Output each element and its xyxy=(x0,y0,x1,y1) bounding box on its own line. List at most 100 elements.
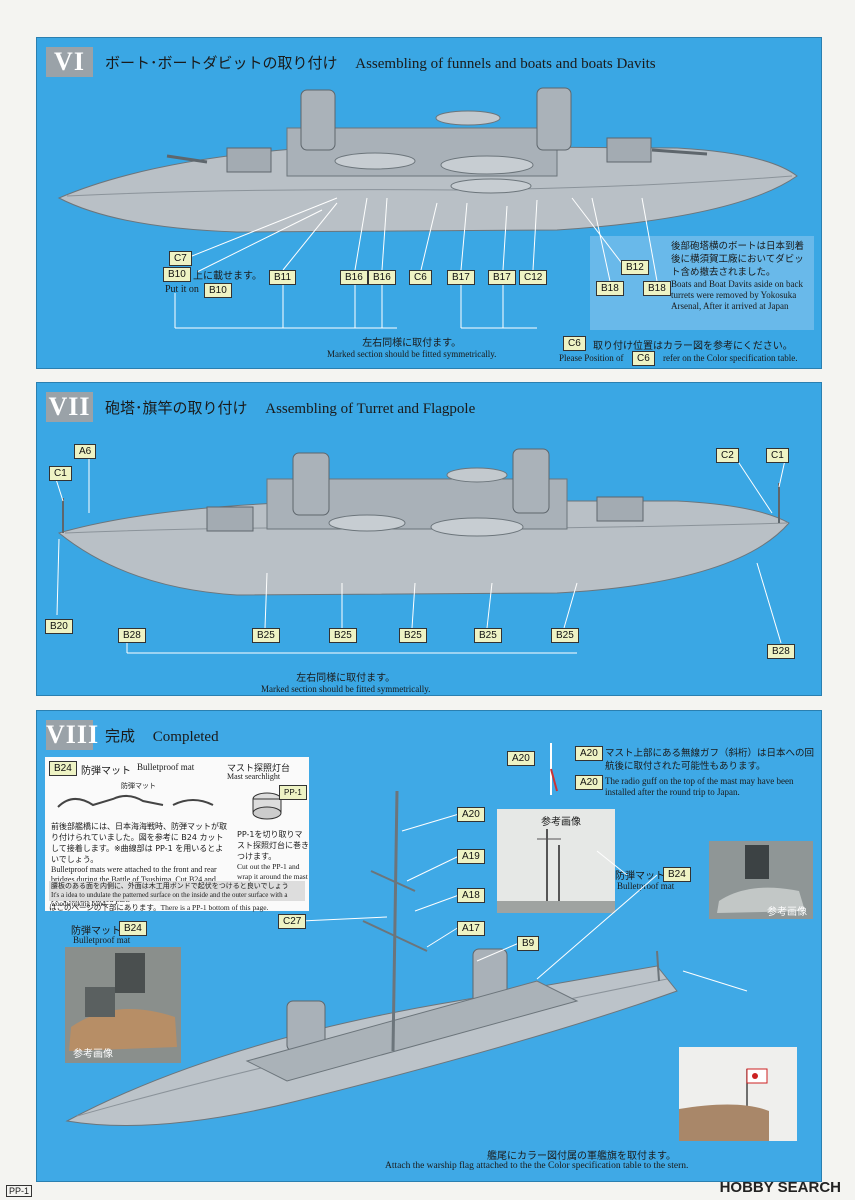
step-title: ボート･ボートダビットの取り付け Assembling of funnels a… xyxy=(105,52,656,73)
step-title-jp: 砲塔･旗竿の取り付け xyxy=(105,399,248,417)
part-label-gaff-ref: A20 xyxy=(575,746,603,761)
part-label-b9: B9 xyxy=(517,936,540,951)
part-label-pp1: PP-1 xyxy=(279,785,307,800)
mat-left-photo-drawing xyxy=(69,953,177,1051)
part-label-b12: B12 xyxy=(621,260,649,275)
radio-gaff-note: A20 A20 マスト上部にある無線ガフ（斜桁）は日本への回航後に取付された可能… xyxy=(495,739,815,799)
step-number: VII xyxy=(46,392,93,422)
part-label-b18b: B18 xyxy=(643,281,671,296)
mat-label-right-jp: 防弾マット xyxy=(615,871,665,882)
searchlight-title-jp: マスト探照灯台 xyxy=(227,764,291,774)
part-label-c6: C6 xyxy=(409,270,432,285)
gaff-note-jp: マスト上部にある無線ガフ（斜桁）は日本への回航後に取付された可能性もあります。 xyxy=(605,748,815,772)
step-title-en: Completed xyxy=(152,729,219,745)
step-title-en: Assembling of funnels and boats and boat… xyxy=(355,56,656,72)
part-label-b25-3: B25 xyxy=(399,628,427,643)
part-label-b25-4: B25 xyxy=(474,628,502,643)
position-note-jp: 取り付け位置はカラー図を参考にください。 xyxy=(593,341,793,352)
part-label-b28-front: B28 xyxy=(118,628,146,643)
part-label-gaff-ref-2: A20 xyxy=(575,775,603,790)
reference-photo-mat-left: 参考画像 xyxy=(65,947,181,1063)
reference-photo-label: 参考画像 xyxy=(73,1049,113,1060)
mat-label-right-en: Bulletproof mat xyxy=(617,881,675,891)
part-label-b24-right: B24 xyxy=(663,867,691,882)
pp-bottom-note: はこのページの下部にあります。There is a PP-1 bottom of… xyxy=(49,903,269,912)
position-note-en-pre: Please Position of xyxy=(559,353,624,363)
mat-description-jp: 前後部艦橋には、日本海海戦時、防弾マットが取り付けられていました。図を参考に B… xyxy=(51,822,227,864)
searchlight-pedestal-icon xyxy=(252,792,282,820)
part-label-a17: A17 xyxy=(457,921,485,936)
part-label-mat-ref: B24 xyxy=(49,761,77,776)
reference-photo-label: 参考画像 xyxy=(541,817,581,828)
part-label-b25-2: B25 xyxy=(329,628,357,643)
gaff-part-icon xyxy=(550,743,558,795)
part-label-c1-stern: C1 xyxy=(766,448,789,463)
watermark: HOBBY SEARCH xyxy=(719,1179,841,1196)
symmetric-note: 左右同様に取付ます。 Marked section should be fitt… xyxy=(261,669,430,694)
put-on-en: Put it on xyxy=(165,284,199,295)
flag-note-en: Attach the warship flag attached to the … xyxy=(385,1161,689,1171)
mast-photo-drawing xyxy=(497,829,615,913)
step-title-en: Assembling of Turret and Flagpole xyxy=(265,401,476,417)
part-label-b25-1: B25 xyxy=(252,628,280,643)
part-label-b18a: B18 xyxy=(596,281,624,296)
position-note-en-post: refer on the Color specification table. xyxy=(663,353,798,363)
reference-photo-mat-right: 参考画像 xyxy=(709,841,813,919)
step-title: 砲塔･旗竿の取り付け Assembling of Turret and Flag… xyxy=(105,397,475,418)
mat-title-en: Bulletproof mat xyxy=(137,762,195,772)
part-label-c1-bow: C1 xyxy=(49,466,72,481)
symmetric-note: 左右同様に取付ます。 Marked section should be fitt… xyxy=(327,334,496,359)
part-label-a19: A19 xyxy=(457,849,485,864)
idea-note: 腰板のある面を内側に、外面は木工用ボンドで起伏をつけると良いでしょう It's … xyxy=(49,881,305,908)
gaff-note-en: The radio guff on the top of the mast ma… xyxy=(605,776,794,797)
part-label-c2: C2 xyxy=(716,448,739,463)
panel-step-8: VIII 完成 Completed B24 防弾マット Bulletproof … xyxy=(36,710,822,1182)
symmetric-note-jp: 左右同様に取付ます。 xyxy=(296,673,396,684)
bulletproof-mat-shape xyxy=(57,795,214,808)
pp1-footer-tag: PP-1 xyxy=(6,1185,33,1197)
idea-note-jp: 腰板のある面を内側に、外面は木工用ボンドで起伏をつけると良いでしょう xyxy=(51,882,289,890)
bulletproof-mat-info-box: B24 防弾マット Bulletproof mat マスト探照灯台 Mast s… xyxy=(45,757,309,912)
panel-step-6: VI ボート･ボートダビットの取り付け Assembling of funnel… xyxy=(36,37,822,369)
part-label-c12: C12 xyxy=(519,270,548,285)
step-title-jp: ボート･ボートダビットの取り付け xyxy=(105,54,338,72)
step-title-jp: 完成 xyxy=(105,727,136,745)
pp-cut-note-jp: PP-1を切り取りマスト探照灯台に巻きつけます。 xyxy=(237,830,309,861)
part-label-b16b: B16 xyxy=(368,270,396,285)
ship-illustration xyxy=(57,87,814,330)
part-label-b25-5: B25 xyxy=(551,628,579,643)
part-label-b20: B20 xyxy=(45,619,73,634)
completed-ship-illustration xyxy=(65,790,748,1126)
part-label-a20-gaff: A20 xyxy=(507,751,535,766)
mat-small-label: 防弾マット xyxy=(121,782,156,790)
part-label-b16a: B16 xyxy=(340,270,368,285)
mat-photo-drawing xyxy=(717,845,805,913)
part-label-b28-rear: B28 xyxy=(767,644,795,659)
symmetric-note-jp: 左右同様に取付ます。 xyxy=(362,338,462,349)
boats-removed-note-jp: 後部砲塔横のボートは日本到着後に横須賀工廠においてダビット含め撤去されました。 xyxy=(671,241,805,278)
boats-removed-note: 後部砲塔横のボートは日本到着後に横須賀工廠においてダビット含め撤去されました。 … xyxy=(671,240,811,312)
searchlight-title-en: Mast searchlight xyxy=(227,772,281,781)
part-label-b17a: B17 xyxy=(447,270,475,285)
reference-photo-flag xyxy=(679,1047,797,1141)
flag-note-jp: 艦尾にカラー図付属の軍艦旗を取付ます。 xyxy=(487,1151,676,1162)
mat-label-left-jp: 防弾マット xyxy=(71,926,121,937)
idea-note-en: It's a idea to undulate the patterned su… xyxy=(51,891,288,908)
step-number: VIII xyxy=(46,720,100,750)
mat-label-left-en: Bulletproof mat xyxy=(73,935,131,945)
part-label-pos-ref: C6 xyxy=(563,336,586,351)
symmetric-note-en: Marked section should be fitted symmetri… xyxy=(327,349,497,359)
part-label-a6: A6 xyxy=(74,444,97,459)
put-on-jp: 上に載せます。 xyxy=(193,271,262,282)
step-title: 完成 Completed xyxy=(105,725,219,746)
panel-step-7: VII 砲塔･旗竿の取り付け Assembling of Turret and … xyxy=(36,382,822,696)
part-label-b11: B11 xyxy=(269,270,297,285)
part-label-pos-ref-2: C6 xyxy=(632,351,655,366)
part-label-b17b: B17 xyxy=(488,270,516,285)
part-label-b24-left: B24 xyxy=(119,921,147,936)
symmetric-note-en: Marked section should be fitted symmetri… xyxy=(261,684,431,694)
reference-photo-mast: 参考画像 xyxy=(497,809,615,913)
part-label-a18: A18 xyxy=(457,888,485,903)
reference-photo-label: 参考画像 xyxy=(767,907,807,918)
boats-removed-note-en: Boats and Boat Davits aside on back turr… xyxy=(671,279,803,311)
